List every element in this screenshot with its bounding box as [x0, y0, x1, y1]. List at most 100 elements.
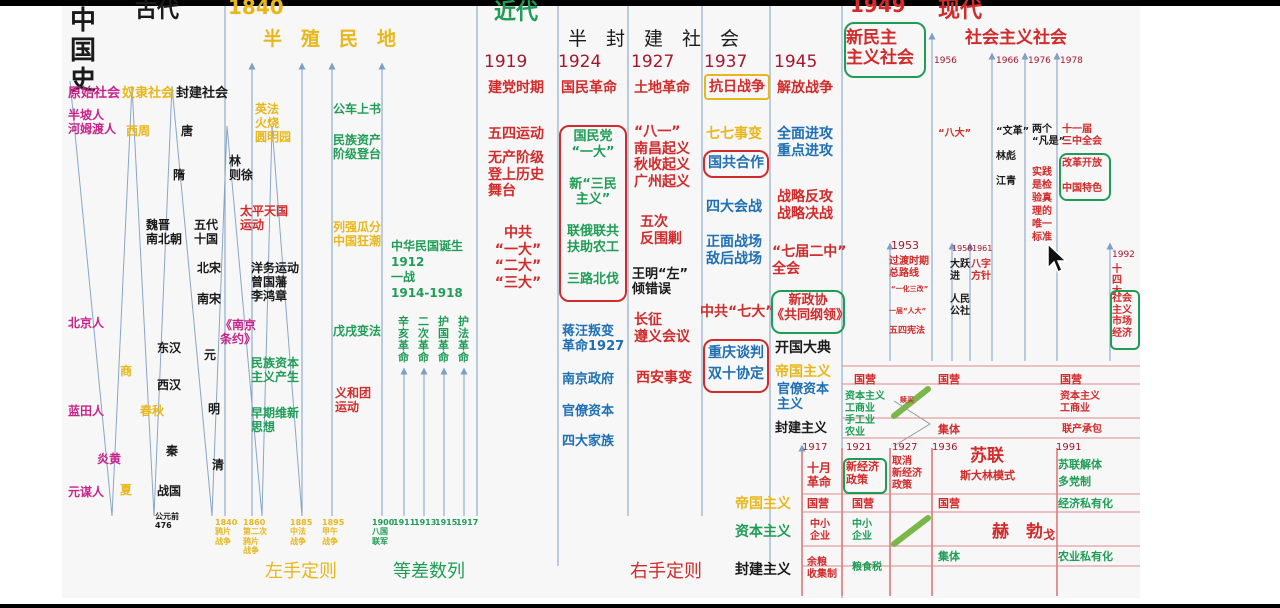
- label-zhonggong-dahui: 中共 “一大” “二大” “三大”: [494, 225, 542, 291]
- ussr-jiti: 集体: [938, 550, 960, 563]
- label-sida-jiazu: 四大家族: [562, 434, 615, 449]
- label-wuxu: 戊戌变法: [333, 324, 382, 338]
- ussr-nongye: 农业私有化: [1058, 550, 1113, 563]
- minguo-text: 中华民国诞生 1912 一战 1914-1918: [391, 239, 464, 300]
- head-guomin: 国民革命: [561, 80, 617, 96]
- event-1900-year: 1900: [372, 518, 395, 527]
- box-shichang: [1110, 290, 1140, 350]
- box-gaige: [1059, 153, 1111, 201]
- label-jiangwang: 蒋汪叛变 革命1927: [562, 324, 625, 355]
- label-beisong: 北宋: [197, 261, 222, 275]
- head-kangri: 抗日战争: [709, 79, 765, 95]
- label-beijingren: 北京人: [68, 316, 105, 330]
- label-lantianren: 蓝田人: [68, 404, 105, 418]
- rev-year-1917: 1917: [456, 518, 479, 527]
- label-shang: 商: [120, 364, 133, 378]
- mouse-cursor-icon: [1047, 242, 1068, 274]
- year-1976: 1976: [1028, 56, 1051, 66]
- label-guodu: 过渡时期 总路线: [889, 256, 929, 279]
- label-zhanlue: 战略反攻 战略决战: [777, 189, 833, 222]
- label-shichang: 社会 主义 市场 经济: [1112, 293, 1132, 339]
- label-xian: 西安事变: [636, 370, 692, 386]
- era-xiandai: 现代: [938, 0, 983, 23]
- rev-hufa: 护 法 革 命: [458, 315, 469, 365]
- timeline-lines: [69, 6, 1140, 598]
- label-bada: “八大”: [938, 128, 972, 139]
- label-fengjian-zhuyi: 封建主义: [775, 421, 828, 436]
- label-minzu-jieji: 民族资产 阶级登台: [333, 133, 382, 162]
- era-gudai: 古代: [135, 0, 180, 23]
- label-bazi: 八字 方针: [971, 259, 991, 282]
- year-1949: 1949: [850, 0, 906, 17]
- event-1885-label: 中法 战争: [290, 527, 306, 546]
- label-chunqiu: 春秋: [140, 404, 165, 418]
- year-1992: 1992: [1112, 250, 1135, 260]
- label-zhanguo: 战国: [157, 484, 182, 498]
- rev-year-1911: 1911: [393, 518, 416, 527]
- ussr-guoying-3: 国营: [938, 497, 960, 510]
- label-dengcha: 等差数列: [393, 561, 465, 582]
- year-1924: 1924: [558, 52, 602, 72]
- box-kangri: [704, 74, 770, 100]
- label-yijie: 一届“人大”: [889, 307, 927, 315]
- label-zhengmian: 正面战场 敌后战场: [706, 234, 762, 267]
- label-changzheng: 长征 遵义会议: [634, 312, 690, 345]
- year-1945: 1945: [774, 52, 818, 72]
- ussr-yuliang: 余粮 收集制: [807, 557, 837, 580]
- label-minguo: 中华民国诞生 1912 一战 1914-1918: [391, 239, 463, 301]
- label-xinzhengxie: 新政协 《共同纲领》: [771, 293, 850, 324]
- label-guanliao-ziben: 官僚资本: [562, 404, 615, 419]
- label-wangming: 王明“左” 倾错误: [632, 267, 689, 298]
- ussr-year-1927: 1927: [892, 442, 918, 453]
- label-nanjing-zhengfu: 南京政府: [562, 372, 615, 387]
- year-1953: 1953: [891, 239, 919, 252]
- label-guomindang-box: 国民党 “一大” 新“三民 主义” 联俄联共 扶助农工 三路北伐: [566, 129, 619, 287]
- society-yuanshi: 原始社会: [68, 86, 121, 101]
- label-wenge: “文革” 林彪 江青: [996, 126, 1030, 187]
- label-qing: 清: [212, 458, 225, 472]
- ussr-liangshi: 粮食税: [852, 562, 882, 573]
- label-renmin-gongshe: 人民 公社: [950, 294, 970, 317]
- label-kaiguo: 开国大典: [775, 340, 831, 356]
- label-xizhou: 西周: [126, 124, 151, 138]
- box-chongqing: [703, 339, 769, 393]
- label-ming: 明: [208, 402, 221, 416]
- label-shijian: 实践 是检 验真 理的 唯一 标准: [1032, 167, 1052, 243]
- label-bc476: 公元前 476: [155, 512, 179, 531]
- ussr-year-1936: 1936: [932, 442, 958, 453]
- header-banfengjian: 半 封 建 社 会: [568, 28, 740, 50]
- event-1840-label: 鸦片 战争: [215, 527, 231, 546]
- label-xia: 夏: [120, 483, 133, 497]
- ussr-shiyue: 十月 革命: [807, 461, 832, 490]
- timeline-panel: [62, 6, 1140, 598]
- label-wusi-xianfa: 五四宪法: [889, 326, 926, 336]
- tbl-guoying-1: 国营: [854, 373, 876, 386]
- rev-xinhai: 辛 亥 革 命: [398, 315, 409, 365]
- label-diguo-zhuyi: 帝国主义: [775, 364, 831, 380]
- ussr-siyou: 经济私有化: [1058, 497, 1113, 510]
- year-1958: 1958: [952, 244, 973, 253]
- label-wudai: 五代 十国: [194, 218, 219, 247]
- label-chongqing: 重庆谈判 双十协定: [708, 345, 764, 382]
- label-tang: 唐: [181, 124, 194, 138]
- tbl-jiti: 集体: [938, 423, 960, 436]
- bottom-fengjian: 封建主义: [735, 562, 791, 578]
- event-1860-year: 1860: [243, 518, 266, 527]
- year-1956: 1956: [934, 56, 957, 66]
- society-fengjian: 封建社会: [176, 86, 229, 101]
- label-zuoshou: 左手定则: [265, 561, 337, 582]
- event-1885-year: 1885: [290, 518, 313, 527]
- label-yihetuan: 义和团 运动: [335, 386, 372, 415]
- box-xinjingji: [843, 458, 887, 494]
- year-1919: 1919: [484, 52, 528, 72]
- label-wuci: 五次 反围剿: [640, 214, 682, 247]
- label-gaige: 改革开放 中国特色: [1062, 158, 1102, 194]
- ussr-zhongxiao-2: 中小 企业: [852, 519, 872, 542]
- ussr-guoying-1: 国营: [807, 497, 829, 510]
- label-lieqiang: 列强瓜分 中国狂潮: [333, 220, 382, 249]
